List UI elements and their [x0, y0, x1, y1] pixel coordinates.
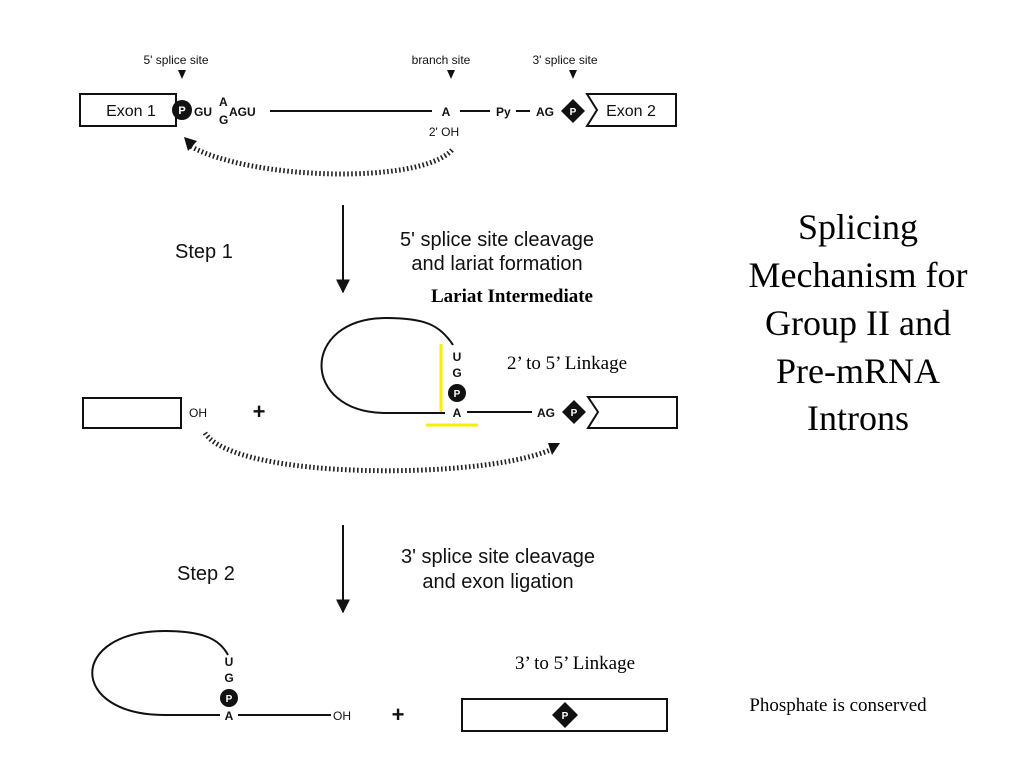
- lariat-phosphate-label: P: [454, 389, 461, 400]
- product-a-label: A: [225, 709, 234, 723]
- slide-title: Splicing Mechanism for Group II and Pre-…: [749, 207, 968, 438]
- exon1-label: Exon 1: [106, 103, 156, 120]
- three-splice-marker-icon: [569, 70, 577, 79]
- phosphate-5-label: P: [178, 105, 185, 117]
- five-splice-marker-icon: [178, 70, 186, 79]
- lariat-phosphate-icon: [448, 384, 466, 402]
- branch-site-marker-icon: [447, 70, 455, 79]
- linkage-2-5-label: 2’ to 5’ Linkage: [507, 353, 627, 374]
- attack-arrow-step1-head-icon: [548, 443, 560, 455]
- g-below-label: G: [219, 113, 228, 127]
- lariat-product-loop: [91, 629, 229, 716]
- lariat-u-label: U: [453, 350, 462, 364]
- lariat-g-label: G: [452, 366, 461, 380]
- title-line-5: Introns: [807, 398, 909, 438]
- step2-label: Step 2: [177, 563, 235, 585]
- gu-label: GU: [194, 105, 212, 119]
- exon2-box: [585, 93, 677, 127]
- product-g-label: G: [224, 671, 233, 685]
- exon2-label: Exon 2: [606, 103, 656, 120]
- branch-site-label: branch site: [412, 53, 471, 67]
- phosphate-3-icon: [561, 99, 585, 123]
- ag-label: AG: [536, 105, 554, 119]
- three-splice-site-label: 3' splice site: [533, 53, 598, 67]
- step1-phosphate-3-icon: [562, 400, 586, 424]
- product-oh-label: OH: [333, 709, 351, 723]
- step1-desc-line1: 5' splice site cleavage: [400, 229, 594, 251]
- py-label: Py: [496, 105, 511, 119]
- attack-arrow-top: [188, 143, 454, 177]
- step2-desc-line2: and exon ligation: [422, 571, 573, 593]
- title-line-4: Pre-mRNA: [776, 351, 940, 391]
- two-oh-label: 2' OH: [429, 125, 459, 139]
- step2-plus-label: +: [392, 702, 405, 727]
- exon1-box: [79, 93, 177, 127]
- step1-oh-label: OH: [189, 406, 207, 420]
- ligated-phosphate-icon: [552, 702, 578, 728]
- branch-a-label: A: [442, 105, 451, 119]
- phosphate-5-icon: [172, 100, 192, 120]
- lariat-a-label: A: [453, 406, 462, 420]
- title-line-1: Splicing: [798, 207, 918, 247]
- step1-ag-label: AG: [537, 406, 555, 420]
- a-above-label: A: [219, 95, 228, 109]
- product-u-label: U: [225, 655, 234, 669]
- step1-label: Step 1: [175, 241, 233, 263]
- product-phosphate-label: P: [226, 694, 233, 705]
- attack-arrow-step1: [202, 431, 551, 474]
- agu-label: AGU: [229, 105, 256, 119]
- step1-plus-label: +: [253, 399, 266, 424]
- step1-phosphate-3-label: P: [571, 408, 578, 419]
- step2-desc-line1: 3' splice site cleavage: [401, 546, 595, 568]
- step1-exon1-box: [82, 397, 182, 429]
- five-splice-site-label: 5' splice site: [144, 53, 209, 67]
- lariat-intermediate-label: Lariat Intermediate: [431, 286, 593, 307]
- title-line-3: Group II and: [765, 303, 951, 343]
- step1-exon2-box: [586, 396, 678, 429]
- phosphate-3-label: P: [570, 107, 577, 118]
- phosphate-conserved-label: Phosphate is conserved: [749, 695, 927, 716]
- lariat-loop: [320, 316, 454, 414]
- ligated-phosphate-label: P: [562, 711, 569, 722]
- attack-arrow-top-head-icon: [184, 137, 197, 151]
- title-line-2: Mechanism for: [749, 255, 968, 295]
- step1-desc-line2: and lariat formation: [411, 253, 582, 275]
- product-phosphate-icon: [220, 689, 238, 707]
- linkage-3-5-label: 3’ to 5’ Linkage: [515, 653, 635, 674]
